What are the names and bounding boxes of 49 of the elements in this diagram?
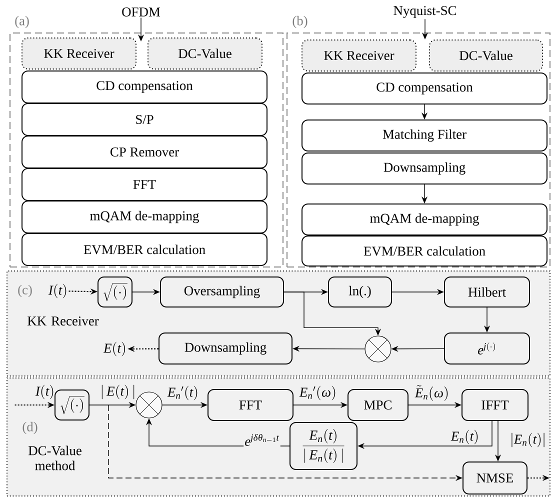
process-box: Matching Filter: [302, 120, 548, 152]
edge-label: $E_n(t)$: [450, 428, 480, 446]
fraction-box: $\frac{E_n(t)}{|\,E_n(t)\,|}$: [290, 422, 358, 470]
input-label: OFDM: [122, 7, 160, 16]
input-label: Nyquist-SC: [394, 6, 456, 18]
process-box: ln(.): [328, 276, 392, 308]
edge-label: $\tilde{E}_n(\omega)$: [414, 384, 450, 402]
option-box: KK Receiver: [302, 40, 416, 72]
option-box: KK Receiver: [22, 38, 136, 70]
process-box: S/P: [22, 103, 268, 136]
signal-label: $E(t)$: [103, 342, 126, 356]
edge-label: $E_n{}'(\omega)$: [298, 384, 338, 402]
process-box: Oversampling: [160, 276, 284, 308]
process-box: EVM/BER calculation: [22, 233, 268, 266]
math-box: $e^{j(\cdot)}$: [444, 332, 530, 364]
process-box: Downsampling: [158, 332, 292, 364]
dashed-panel: [10, 32, 284, 268]
process-box: Hilbert: [444, 276, 530, 308]
multiplier-circle: [136, 392, 162, 418]
edge-label: $E_n{}'(t)$: [166, 384, 200, 402]
option-box: DC-Value: [148, 38, 262, 70]
panel-title: KK Receiver: [28, 316, 99, 326]
process-box: FFT: [22, 168, 268, 201]
panel-letter: (c): [18, 284, 32, 298]
panel-letter: (b): [292, 16, 308, 28]
process-box: EVM/BER calculation: [302, 236, 548, 266]
option-box: DC-Value: [429, 40, 543, 72]
panel-letter: (a): [15, 16, 29, 28]
edge-label: $e^{j\delta\theta_{n-1}t}$: [244, 433, 280, 447]
process-box: CD compensation: [302, 72, 548, 104]
process-box: Downsampling: [302, 152, 548, 184]
panel-title: DC-Value method: [28, 446, 82, 470]
process-box: MPC: [348, 389, 408, 421]
process-box: mQAM de-mapping: [302, 204, 548, 236]
process-box: mQAM de-mapping: [22, 200, 268, 234]
signal-label: $I(t)$: [48, 284, 66, 298]
process-box: IFFT: [462, 389, 528, 421]
process-box: CD compensation: [22, 70, 268, 104]
process-box: CP Remover: [22, 136, 268, 168]
math-box: $\sqrt{(\cdot)}$: [98, 276, 132, 308]
math-box: $\sqrt{(\cdot)}$: [54, 390, 90, 420]
signal-label: $I(t)$: [35, 384, 54, 400]
process-box: NMSE: [462, 462, 528, 494]
panel-letter: (d): [22, 422, 38, 434]
edge-label: $|\,E(t)\,|$: [99, 384, 137, 400]
process-box: FFT: [208, 389, 294, 421]
dashed-panel: [286, 32, 550, 268]
multiplier-circle: [364, 336, 392, 362]
edge-label: $|E_n(t)|$: [508, 432, 548, 448]
